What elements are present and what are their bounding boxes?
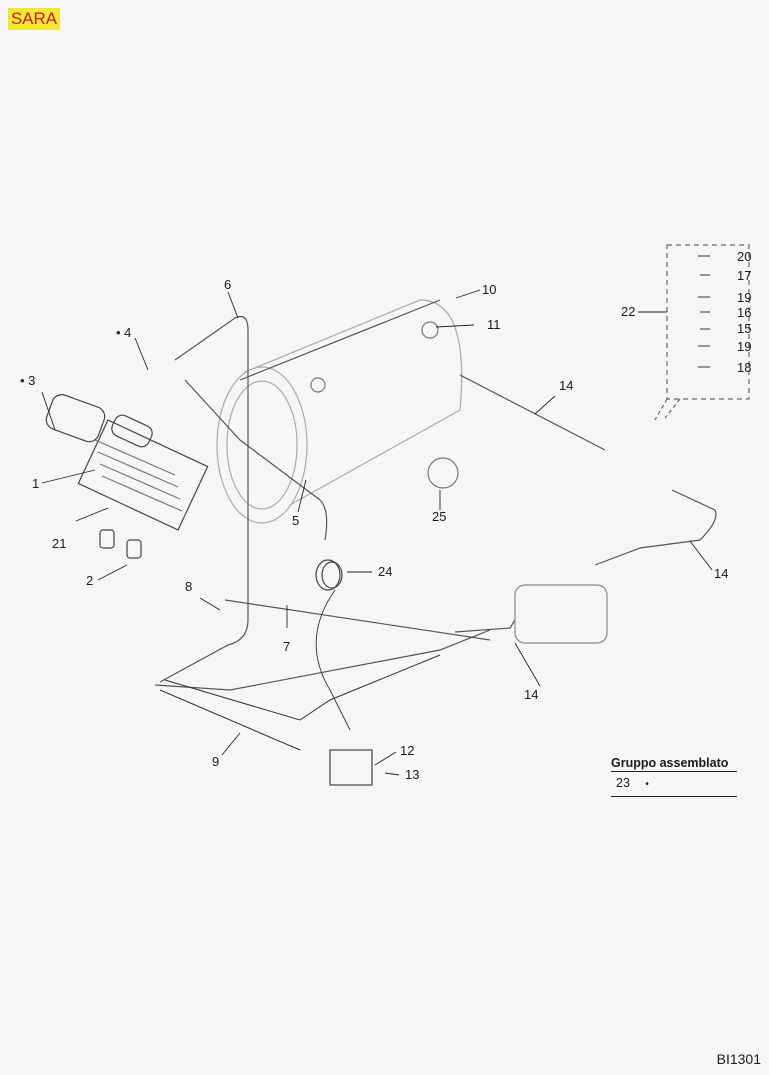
callout-6: 6	[224, 277, 232, 292]
callout-15: 15	[737, 321, 752, 336]
callout-25: 25	[432, 509, 447, 524]
kit-outline	[666, 244, 750, 400]
bullet-marker-icon: •	[645, 779, 649, 790]
assembled-group-table: Gruppo assemblato 23 •	[611, 756, 737, 797]
leader-lines	[41, 255, 713, 776]
solenoid-drawing	[329, 749, 373, 786]
callout-2: 2	[86, 573, 94, 588]
callout-4: • 4	[116, 325, 132, 340]
callout-20: 20	[737, 249, 752, 264]
callout-10: 10	[482, 282, 497, 297]
callout-11: 11	[487, 317, 501, 332]
callout-17: 17	[737, 268, 752, 283]
callout-24: 24	[378, 564, 393, 579]
callout-3: • 3	[20, 373, 36, 388]
pump-motor-drawing	[45, 394, 209, 559]
callout-16: 16	[737, 305, 752, 320]
assembled-group-item: 23	[616, 776, 630, 790]
callout-13: 13	[405, 767, 420, 782]
callout-14-top: 14	[559, 378, 574, 393]
callout-19-lower: 19	[737, 339, 752, 354]
callout-8: 8	[185, 579, 193, 594]
callout-14-right: 14	[714, 566, 729, 581]
callout-7: 7	[283, 639, 291, 654]
callout-5: 5	[292, 513, 300, 528]
assembled-group-row: 23 •	[611, 772, 737, 797]
pipe-drawings	[154, 299, 717, 731]
model-badge: SARA	[8, 8, 60, 30]
callout-1: 1	[32, 476, 40, 491]
callout-21: 21	[52, 536, 67, 551]
callout-12: 12	[400, 743, 415, 758]
drip-box-drawing	[514, 584, 608, 644]
coil-drawing	[315, 559, 343, 591]
boiler-drawing	[216, 299, 463, 524]
callout-18: 18	[737, 360, 752, 375]
sensor-drawing	[427, 457, 459, 489]
assembled-group-title: Gruppo assemblato	[611, 756, 737, 772]
callout-14-bottom: 14	[524, 687, 539, 702]
callout-22: 22	[621, 304, 636, 319]
drawing-code: BI1301	[716, 1051, 761, 1067]
callout-19-upper: 19	[737, 290, 752, 305]
callout-9: 9	[212, 754, 220, 769]
valve-group-outline	[159, 654, 441, 751]
